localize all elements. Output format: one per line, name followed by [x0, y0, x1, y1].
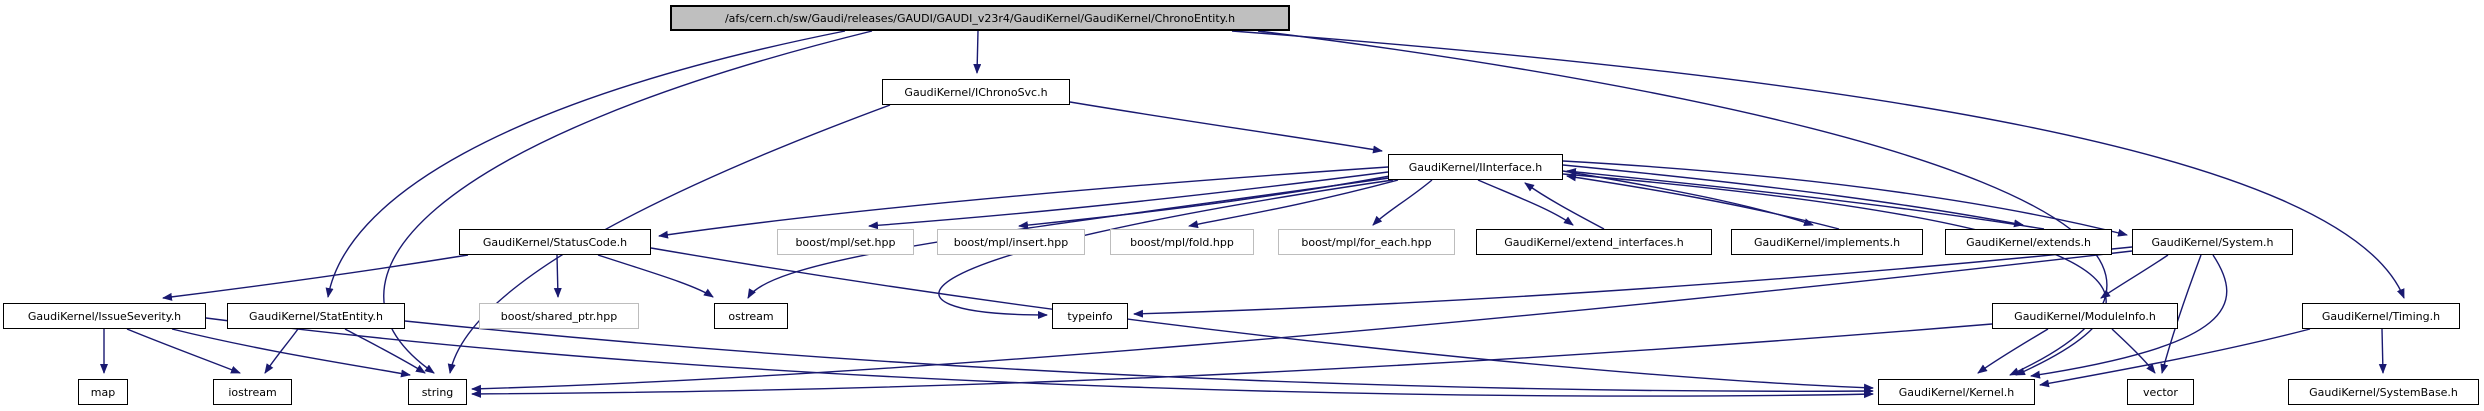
- edge-extendinterfaces-to-iinterface: [1524, 182, 1605, 230]
- node-mplset: boost/mpl/set.hpp: [777, 229, 914, 255]
- edge-iinterface-to-implements: [1562, 170, 1814, 226]
- edge-system-to-vector: [2160, 254, 2202, 374]
- node-ostream: ostream: [714, 303, 788, 329]
- edge-ichronosvc-to-iinterface: [1069, 101, 1383, 154]
- edge-iinterface-to-mplset: [868, 171, 1389, 230]
- edge-chronoentity-to-kernel: [1257, 30, 2108, 376]
- edge-iinterface-to-mplforeach: [1372, 179, 1433, 226]
- edge-statuscode-to-issueseverity: [162, 254, 469, 301]
- edge-system-to-kernel: [2030, 254, 2228, 379]
- node-mplinsert: boost/mpl/insert.hpp: [937, 229, 1085, 255]
- node-moduleinfo[interactable]: GaudiKernel/ModuleInfo.h: [1992, 303, 2178, 329]
- node-map: map: [78, 379, 128, 405]
- edge-moduleinfo-to-string: [471, 323, 1993, 398]
- node-typeinfo: typeinfo: [1052, 303, 1128, 329]
- node-vector: vector: [2127, 379, 2194, 405]
- edge-system-to-moduleinfo: [2100, 254, 2169, 299]
- edge-iinterface-to-mplfold: [1188, 179, 1399, 229]
- node-timing[interactable]: GaudiKernel/Timing.h: [2302, 303, 2460, 329]
- edge-chronoentity-to-timing: [1231, 30, 2405, 299]
- edge-statentity-to-string: [344, 328, 426, 374]
- node-statuscode[interactable]: GaudiKernel/StatusCode.h: [459, 229, 651, 255]
- node-extendinterfaces[interactable]: GaudiKernel/extend_interfaces.h: [1476, 229, 1712, 255]
- node-sharedptr: boost/shared_ptr.hpp: [479, 303, 639, 329]
- node-systembase[interactable]: GaudiKernel/SystemBase.h: [2288, 379, 2479, 405]
- node-iinterface[interactable]: GaudiKernel/IInterface.h: [1388, 154, 1563, 180]
- edge-issueseverity-to-string: [171, 328, 411, 378]
- edge-chronoentity-to-ichronosvc: [973, 30, 982, 74]
- node-chronoentity: /afs/cern.ch/sw/Gaudi/releases/GAUDI/GAU…: [670, 5, 1290, 31]
- node-mplforeach: boost/mpl/for_each.hpp: [1278, 229, 1455, 255]
- node-ichronosvc[interactable]: GaudiKernel/IChronoSvc.h: [882, 79, 1070, 105]
- node-iostream: iostream: [213, 379, 292, 405]
- edge-system-to-typeinfo: [1133, 246, 2133, 318]
- edge-iinterface-to-extendinterfaces: [1477, 179, 1574, 226]
- node-issueseverity[interactable]: GaudiKernel/IssueSeverity.h: [3, 303, 206, 329]
- edges: [100, 30, 2405, 399]
- edge-timing-to-systembase: [2378, 328, 2387, 374]
- node-system[interactable]: GaudiKernel/System.h: [2132, 229, 2293, 255]
- edge-chronoentity-to-string: [383, 30, 873, 374]
- edge-chronoentity-to-statentity: [325, 30, 846, 298]
- edge-iinterface-to-extends: [1562, 164, 2024, 228]
- edge-statentity-to-kernel: [404, 320, 1874, 396]
- node-extends[interactable]: GaudiKernel/extends.h: [1945, 229, 2112, 255]
- edge-statuscode-to-ostream: [597, 254, 714, 298]
- edge-issueseverity-to-iostream: [126, 328, 241, 374]
- edge-extends-to-iinterface: [1566, 167, 2045, 230]
- node-mplfold: boost/mpl/fold.hpp: [1110, 229, 1254, 255]
- edge-iinterface-to-system: [1562, 160, 2128, 237]
- node-string: string: [408, 379, 467, 405]
- edge-iinterface-to-statuscode: [658, 166, 1389, 239]
- edge-statentity-to-iostream: [264, 328, 299, 374]
- edge-moduleinfo-to-kernel: [1977, 328, 2049, 374]
- edge-system-to-string: [471, 250, 2133, 393]
- edge-timing-to-kernel: [2039, 328, 2311, 388]
- edge-iinterface-to-mplinsert: [1018, 175, 1391, 230]
- node-statentity[interactable]: GaudiKernel/StatEntity.h: [227, 303, 405, 329]
- edge-implements-to-iinterface: [1566, 173, 1840, 230]
- edge-issueseverity-to-kernel: [205, 317, 1874, 399]
- node-implements[interactable]: GaudiKernel/implements.h: [1731, 229, 1923, 255]
- edge-statuscode-to-kernel: [650, 247, 1874, 392]
- edge-iinterface-to-typeinfo: [938, 179, 1394, 319]
- edge-statuscode-to-sharedptr: [553, 254, 562, 298]
- node-kernel[interactable]: GaudiKernel/Kernel.h: [1878, 379, 2035, 405]
- edge-moduleinfo-to-vector: [2111, 328, 2156, 374]
